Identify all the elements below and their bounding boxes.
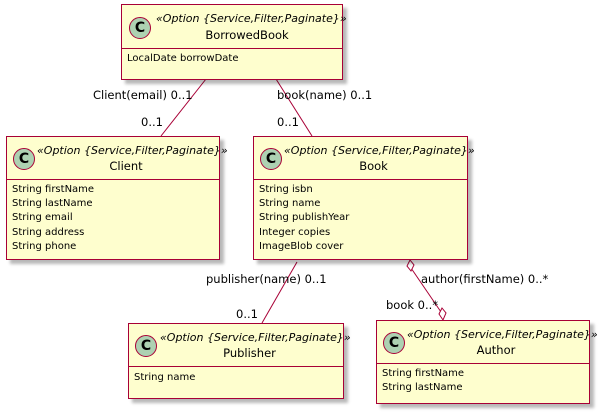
class-stereotype: «Option {Service,Filter,Paginate}» bbox=[160, 331, 351, 344]
attribute: String isbn bbox=[259, 184, 313, 195]
label-client-multiplicity: 0..1 bbox=[141, 115, 163, 129]
attribute: String name bbox=[134, 372, 196, 383]
attribute: String address bbox=[12, 226, 85, 238]
attribute: String lastName bbox=[382, 382, 463, 394]
class-stereotype: «Option {Service,Filter,Paginate}» bbox=[37, 144, 228, 157]
attribute: Integer copies bbox=[259, 226, 331, 238]
class-name: Author bbox=[476, 343, 516, 357]
label-book-multiplicity: 0..1 bbox=[277, 115, 299, 129]
label-author-role: author(firstName) 0..* bbox=[421, 272, 549, 286]
class-name: Client bbox=[109, 159, 143, 173]
attribute: ImageBlob cover bbox=[259, 240, 344, 252]
class-attributes: String name bbox=[134, 371, 195, 385]
class-borrowedbook[interactable]: C «Option {Service,Filter,Paginate}» Bor… bbox=[121, 4, 347, 80]
class-header: C «Option {Service,Filter,Paginate}» Bor… bbox=[122, 5, 347, 49]
class-attributes: String isbn String name String publishYe… bbox=[259, 183, 349, 254]
class-header: C «Option {Service,Filter,Paginate}» Cli… bbox=[7, 137, 228, 180]
label-client-role: Client(email) 0..1 bbox=[93, 88, 193, 102]
attribute: String name bbox=[259, 198, 321, 210]
attribute: String phone bbox=[12, 240, 77, 252]
label-author-book: book 0..* bbox=[386, 298, 439, 312]
class-publisher[interactable]: C «Option {Service,Filter,Paginate}» Pub… bbox=[128, 323, 351, 399]
edge-book-publisher bbox=[261, 261, 298, 324]
class-icon: C bbox=[135, 335, 157, 357]
class-header: C «Option {Service,Filter,Paginate}» Boo… bbox=[254, 137, 475, 180]
label-publisher-role: publisher(name) 0..1 bbox=[206, 272, 327, 286]
attribute: String firstName bbox=[12, 184, 95, 195]
class-attributes: String firstName String lastName String … bbox=[12, 183, 94, 254]
class-author[interactable]: C «Option {Service,Filter,Paginate}» Aut… bbox=[376, 320, 598, 404]
label-publisher-multiplicity: 0..1 bbox=[236, 307, 258, 321]
edge-borrowedbook-book bbox=[275, 78, 313, 137]
attribute: String publishYear bbox=[259, 212, 350, 224]
class-attributes: LocalDate borrowDate bbox=[127, 52, 239, 66]
attribute: String firstName bbox=[382, 368, 465, 379]
class-stereotype: «Option {Service,Filter,Paginate}» bbox=[407, 328, 598, 341]
edge-book-author bbox=[410, 267, 442, 313]
class-name: Publisher bbox=[223, 346, 276, 360]
class-header: C «Option {Service,Filter,Paginate}» Aut… bbox=[377, 321, 598, 364]
class-name: BorrowedBook bbox=[205, 28, 289, 42]
class-icon: C bbox=[260, 148, 282, 170]
attribute: String lastName bbox=[12, 198, 93, 210]
class-client[interactable]: C «Option {Service,Filter,Paginate}» Cli… bbox=[6, 136, 228, 260]
class-name: Book bbox=[359, 159, 388, 173]
class-attributes: String firstName String lastName bbox=[382, 367, 464, 395]
class-icon: C bbox=[13, 148, 35, 170]
attribute: String email bbox=[12, 212, 73, 224]
class-stereotype: «Option {Service,Filter,Paginate}» bbox=[156, 12, 347, 25]
class-book[interactable]: C «Option {Service,Filter,Paginate}» Boo… bbox=[253, 136, 475, 260]
edge-borrowedbook-client bbox=[160, 78, 207, 137]
class-stereotype: «Option {Service,Filter,Paginate}» bbox=[284, 144, 475, 157]
class-icon: C bbox=[383, 332, 405, 354]
attribute: LocalDate borrowDate bbox=[127, 53, 239, 64]
aggregation-diamond-book bbox=[406, 259, 415, 272]
class-header: C «Option {Service,Filter,Paginate}» Pub… bbox=[129, 324, 351, 367]
label-book-role: book(name) 0..1 bbox=[277, 88, 373, 102]
class-icon: C bbox=[129, 17, 151, 39]
